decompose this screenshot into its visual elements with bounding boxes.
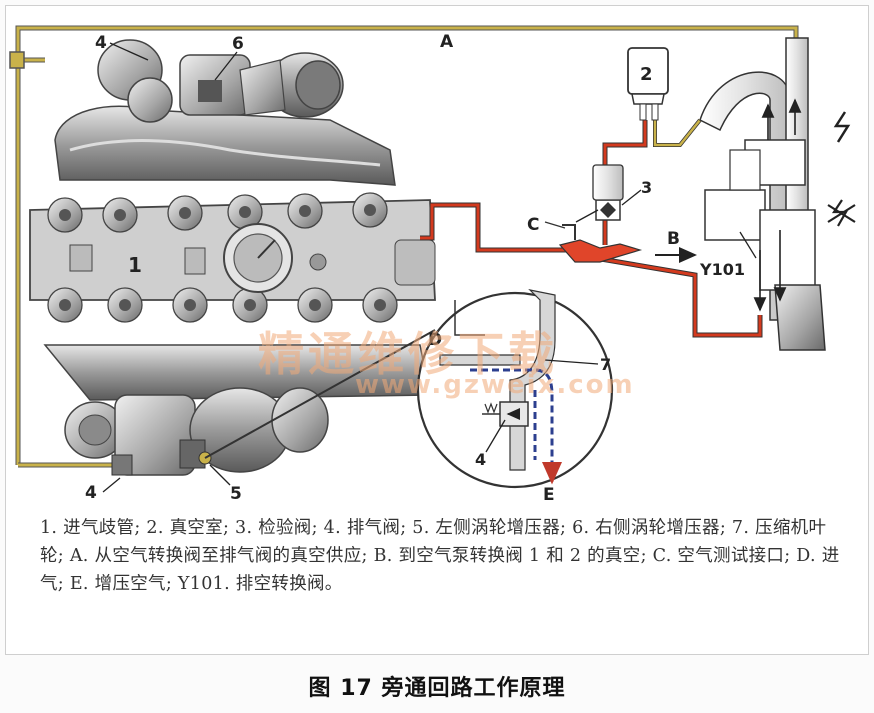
- power-off-icon: [827, 199, 856, 227]
- label-1: 1: [128, 253, 142, 277]
- watermark-text: 精通维修下载: [258, 327, 558, 381]
- check-valve: [592, 164, 624, 221]
- right-turbocharger: [54, 39, 396, 186]
- label-a: A: [440, 32, 454, 52]
- label-7: 7: [600, 355, 611, 374]
- air-test-port: [544, 221, 576, 240]
- left-turbocharger: [43, 344, 431, 476]
- vacuum-line-b: [420, 118, 763, 338]
- diverter-valve-y101: [699, 37, 856, 351]
- label-4-top: 4: [95, 33, 107, 53]
- label-4-detail: 4: [475, 450, 486, 469]
- intake-manifold: [29, 192, 436, 323]
- label-b: B: [667, 229, 680, 249]
- bypass-circuit-diagram: A B C D E 1 2 3 4 6 4 5 7 4 Y101: [9, 25, 856, 505]
- vacuum-chamber: [627, 47, 669, 121]
- label-4-bottom: 4: [85, 483, 97, 503]
- label-e: E: [543, 485, 555, 505]
- label-2: 2: [640, 64, 653, 85]
- label-5: 5: [230, 484, 242, 504]
- compressor-detail-view: [204, 289, 614, 489]
- label-y101: Y101: [699, 260, 745, 279]
- vacuum-line-a: [9, 25, 799, 468]
- pointer-lines: [102, 42, 757, 493]
- label-6: 6: [232, 34, 244, 54]
- figure-legend: 1. 进气歧管; 2. 真空室; 3. 检验阀; 4. 排气阀; 5. 左侧涡轮…: [40, 518, 840, 594]
- power-on-icon: [833, 111, 851, 143]
- label-d: D: [428, 330, 442, 350]
- label-3: 3: [641, 178, 652, 197]
- watermark-url: www.gzweix.com: [355, 370, 635, 400]
- figure-title: 图 17 旁通回路工作原理: [308, 676, 566, 701]
- label-c: C: [527, 215, 539, 235]
